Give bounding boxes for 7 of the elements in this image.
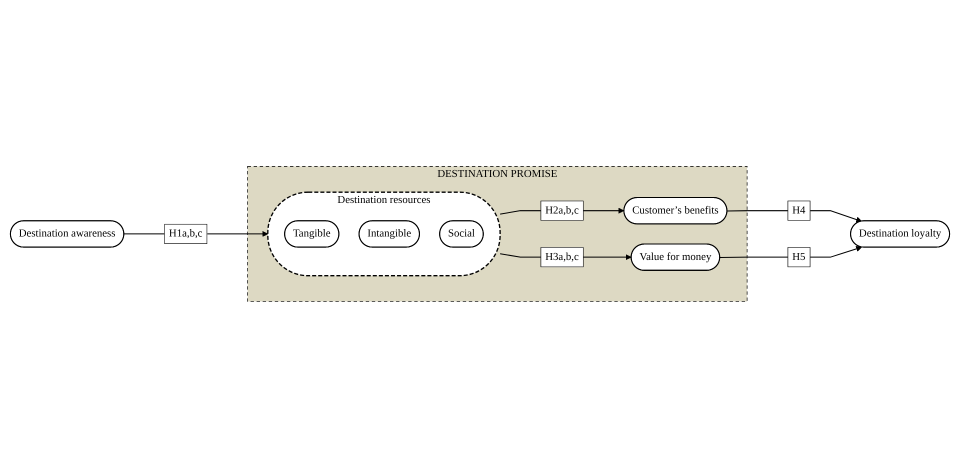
edge-label: H3a,b,c [545, 250, 579, 262]
edge-label: H5 [792, 250, 806, 262]
arrow [727, 210, 862, 222]
edge-label: H4 [792, 204, 806, 216]
arrow [720, 246, 862, 258]
edge-label: H2a,b,c [545, 204, 579, 216]
edge-label: H1a,b,c [168, 227, 202, 239]
